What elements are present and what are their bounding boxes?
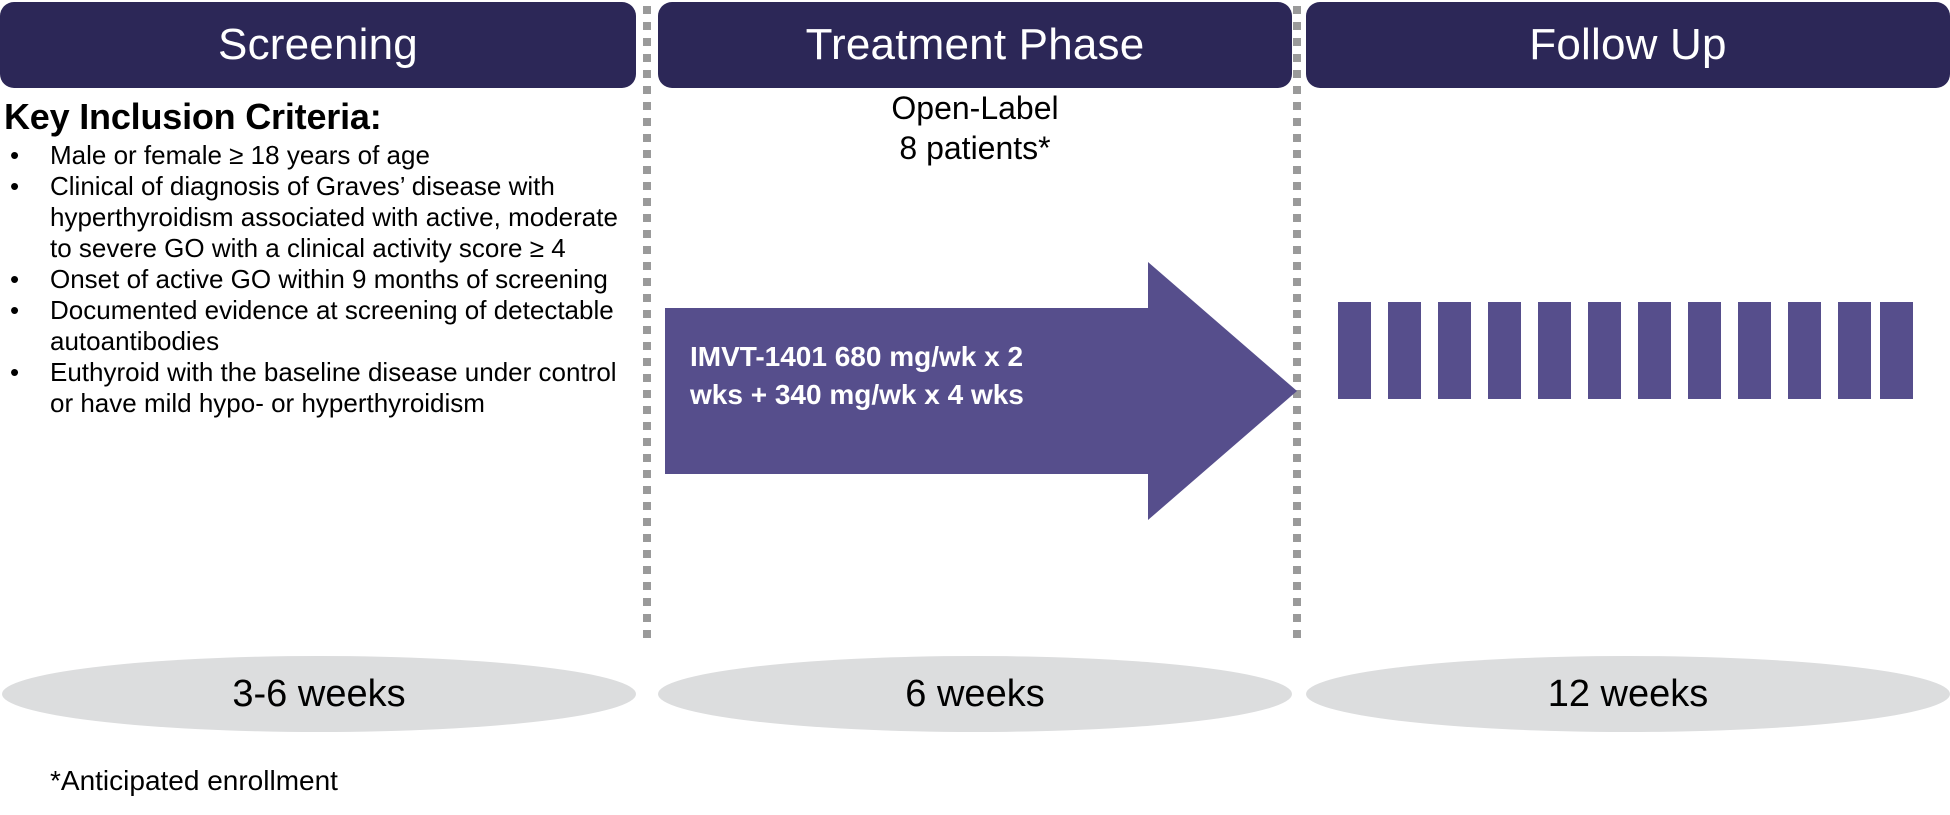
duration-oval-screening: 3-6 weeks xyxy=(2,656,636,732)
bullet-icon: • xyxy=(10,295,20,326)
inclusion-criteria-item-text: Onset of active GO within 9 months of sc… xyxy=(50,264,608,295)
duration-oval-followup: 12 weeks xyxy=(1306,656,1950,732)
inclusion-criteria-item-text: Euthyroid with the baseline disease unde… xyxy=(50,357,617,419)
bullet-icon: • xyxy=(10,264,20,295)
dosing-arrow-label-line-2: wks + 340 mg/wk x 4 wks xyxy=(690,379,1024,410)
followup-visit-bar xyxy=(1838,302,1871,399)
phase-header-screening-label: Screening xyxy=(218,20,418,69)
duration-oval-screening-label: 3-6 weeks xyxy=(232,672,406,715)
inclusion-criteria-list: • Male or female ≥ 18 years of age • Cli… xyxy=(0,140,630,419)
phase-header-treatment-label: Treatment Phase xyxy=(805,20,1145,69)
dosing-arrow-icon xyxy=(665,262,1297,520)
followup-visit-bar xyxy=(1588,302,1621,399)
phase-divider-screening-treatment xyxy=(643,6,651,638)
inclusion-criteria-item-text: Documented evidence at screening of dete… xyxy=(50,295,614,357)
inclusion-criteria-item-text: Male or female ≥ 18 years of age xyxy=(50,140,430,171)
inclusion-criteria-item: • Male or female ≥ 18 years of age xyxy=(0,140,630,171)
inclusion-criteria-item: • Documented evidence at screening of de… xyxy=(0,295,630,357)
treatment-design-block: Open-Label 8 patients* xyxy=(658,88,1292,168)
phase-header-followup-label: Follow Up xyxy=(1529,20,1727,69)
inclusion-criteria-block: Key Inclusion Criteria: • Male or female… xyxy=(0,96,630,419)
followup-visit-bar xyxy=(1338,302,1371,399)
bullet-icon: • xyxy=(10,140,20,171)
followup-visit-bar xyxy=(1538,302,1571,399)
duration-oval-followup-label: 12 weeks xyxy=(1547,672,1709,715)
inclusion-criteria-title: Key Inclusion Criteria: xyxy=(4,96,382,137)
dosing-arrow-label: IMVT-1401 680 mg/wk x 2 wks + 340 mg/wk … xyxy=(690,338,1130,414)
inclusion-criteria-item: • Euthyroid with the baseline disease un… xyxy=(0,357,630,419)
followup-visit-bar xyxy=(1688,302,1721,399)
followup-visit-bar xyxy=(1438,302,1471,399)
phase-header-followup: Follow Up xyxy=(1306,2,1950,88)
treatment-design-line-2: 8 patients* xyxy=(899,130,1051,166)
inclusion-criteria-item: • Onset of active GO within 9 months of … xyxy=(0,264,630,295)
duration-oval-treatment-label: 6 weeks xyxy=(905,672,1045,715)
bullet-icon: • xyxy=(10,171,20,202)
followup-visit-bar xyxy=(1638,302,1671,399)
inclusion-criteria-item-text: Clinical of diagnosis of Graves’ disease… xyxy=(50,171,618,264)
inclusion-criteria-item: • Clinical of diagnosis of Graves’ disea… xyxy=(0,171,630,264)
phase-header-treatment: Treatment Phase xyxy=(658,2,1292,88)
phase-divider-treatment-followup xyxy=(1293,6,1301,638)
bullet-icon: • xyxy=(10,357,20,388)
followup-visit-bars xyxy=(1338,302,1913,400)
followup-visit-bar xyxy=(1880,302,1913,399)
phase-header-screening: Screening xyxy=(0,2,636,88)
followup-visit-bar xyxy=(1488,302,1521,399)
footnote: *Anticipated enrollment xyxy=(50,765,338,796)
followup-visit-bar xyxy=(1738,302,1771,399)
followup-visit-bar xyxy=(1388,302,1421,399)
followup-visit-bar xyxy=(1788,302,1821,399)
duration-oval-treatment: 6 weeks xyxy=(658,656,1292,732)
treatment-design-line-1: Open-Label xyxy=(891,90,1059,126)
dosing-arrow-label-line-1: IMVT-1401 680 mg/wk x 2 xyxy=(690,341,1024,372)
